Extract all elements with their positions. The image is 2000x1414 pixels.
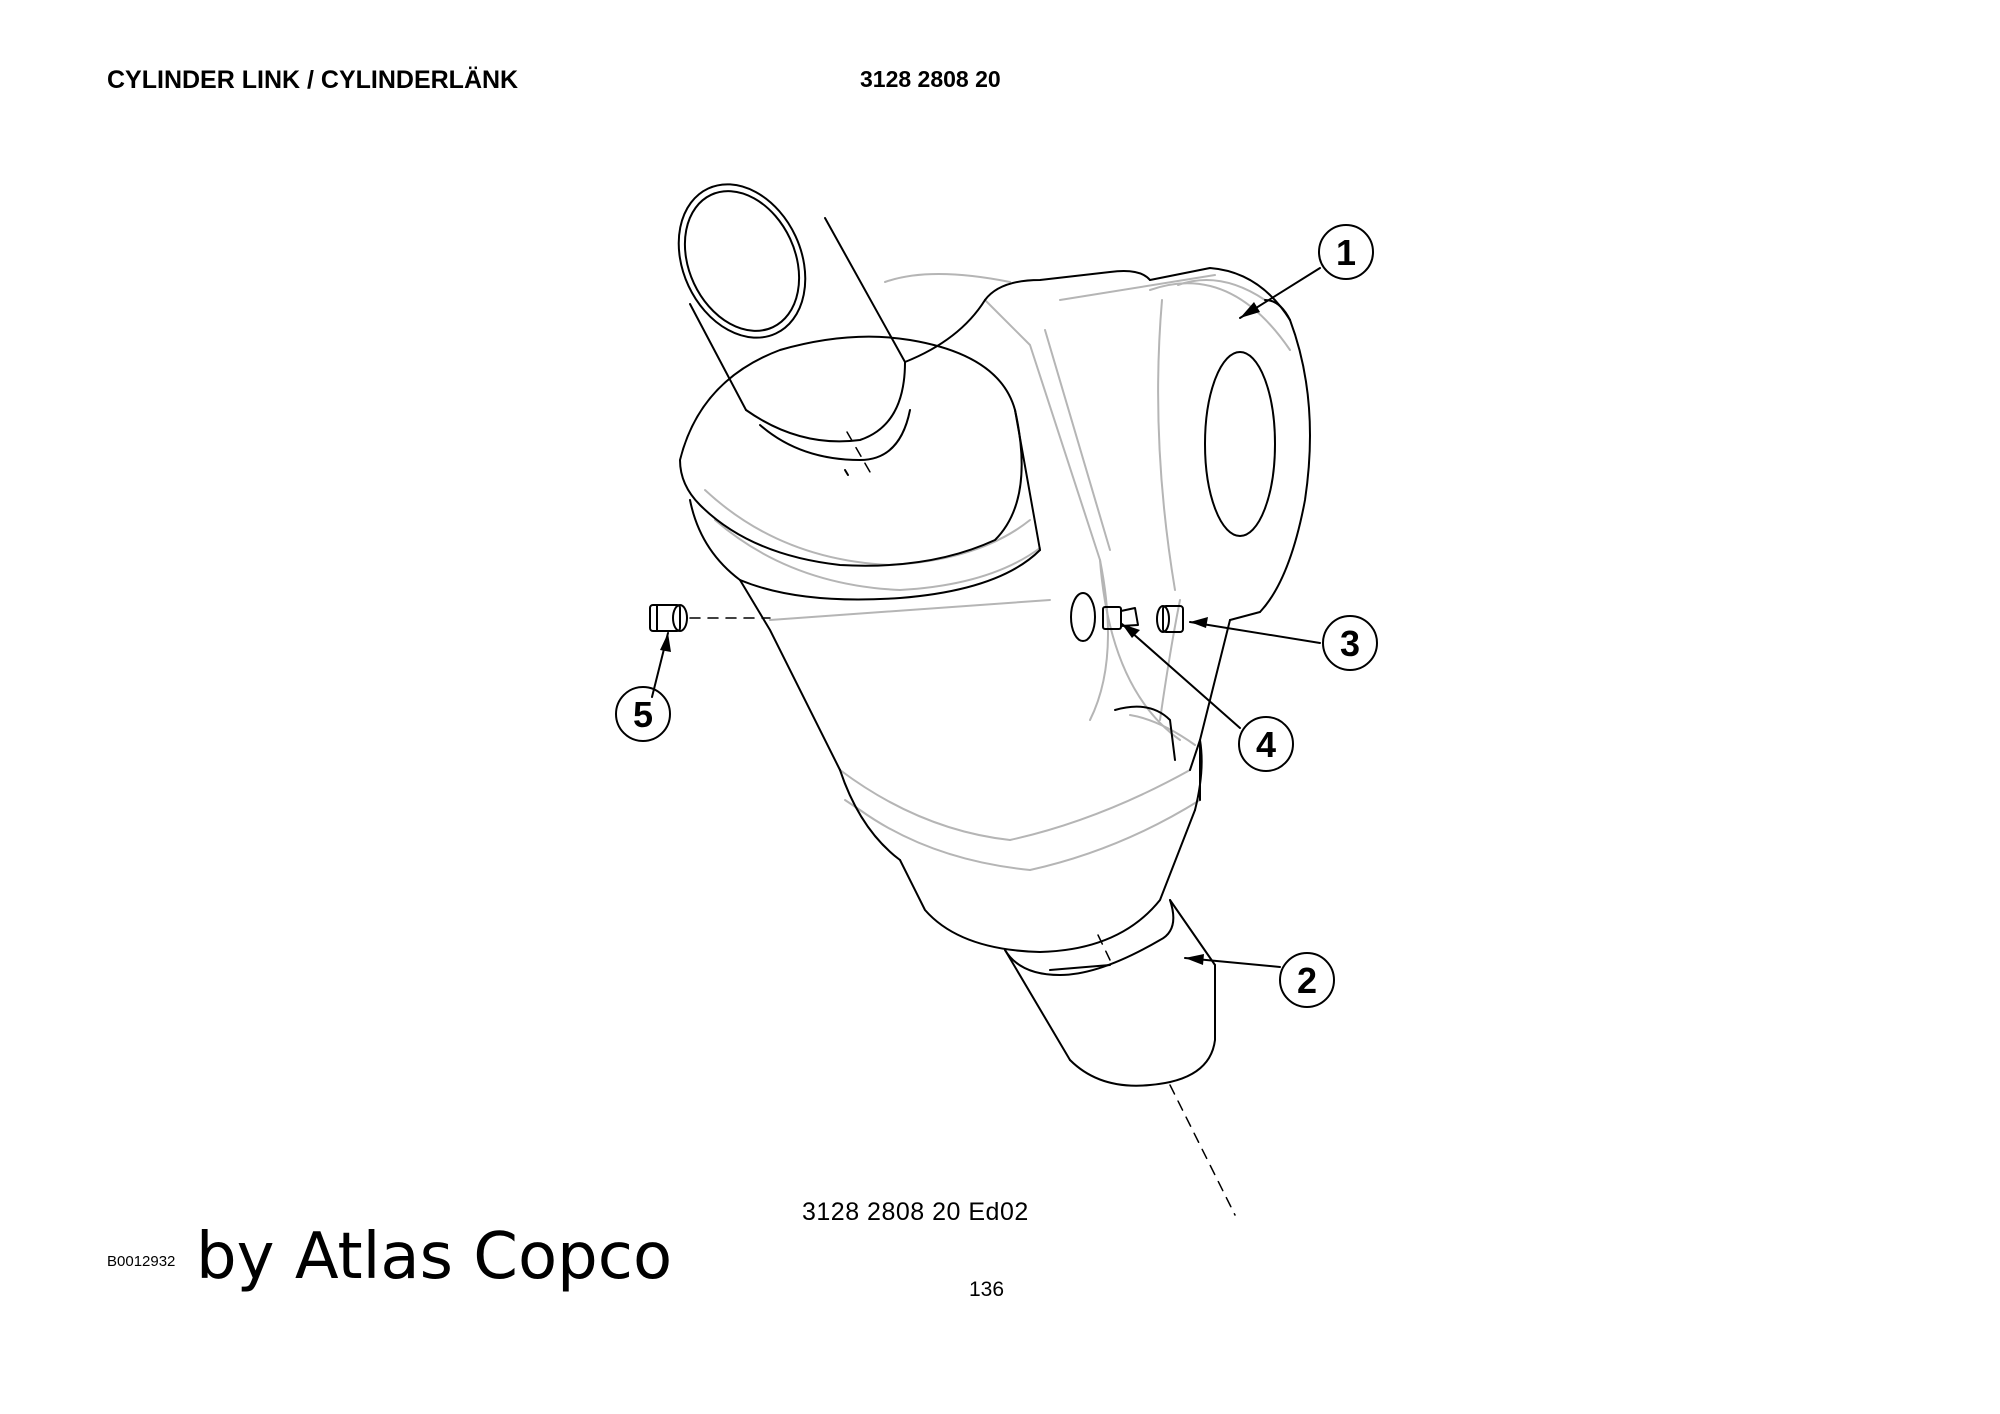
callout-3-label: 3 xyxy=(1340,623,1360,664)
watermark: by Atlas Copco xyxy=(196,1220,673,1294)
boss-bore xyxy=(1204,351,1276,537)
callout-4: 4 xyxy=(1238,716,1294,772)
page-number: 136 xyxy=(969,1278,1005,1301)
image-reference: B0012932 xyxy=(107,1253,176,1270)
link-body-outline xyxy=(704,273,1291,871)
drawing-code: 3128 2808 20 Ed02 xyxy=(802,1198,1029,1226)
part-4-grease-nipple xyxy=(1070,592,1139,642)
part-3-plug xyxy=(1156,605,1184,633)
callout-4-label: 4 xyxy=(1256,724,1276,765)
callout-1: 1 xyxy=(1318,224,1374,280)
upper-pin-end xyxy=(677,183,807,339)
callout-5-label: 5 xyxy=(633,694,653,735)
center-lines xyxy=(689,431,1236,1216)
leader-arrowheads xyxy=(660,302,1260,965)
callout-1-label: 1 xyxy=(1336,232,1356,273)
lower-pin xyxy=(1004,899,1175,976)
callout-2-label: 2 xyxy=(1297,960,1317,1001)
page-title: CYLINDER LINK / CYLINDERLÄNK xyxy=(107,66,519,94)
callout-5: 5 xyxy=(615,686,671,742)
upper-collar xyxy=(679,335,1023,567)
document-number: 3128 2808 20 xyxy=(860,66,1001,92)
link-boss xyxy=(984,270,1151,301)
part-5-plug xyxy=(649,604,688,632)
main-barrel xyxy=(739,579,841,771)
callout-3: 3 xyxy=(1322,615,1378,671)
link-body-edges xyxy=(649,183,1311,1087)
callout-2: 2 xyxy=(1279,952,1335,1008)
